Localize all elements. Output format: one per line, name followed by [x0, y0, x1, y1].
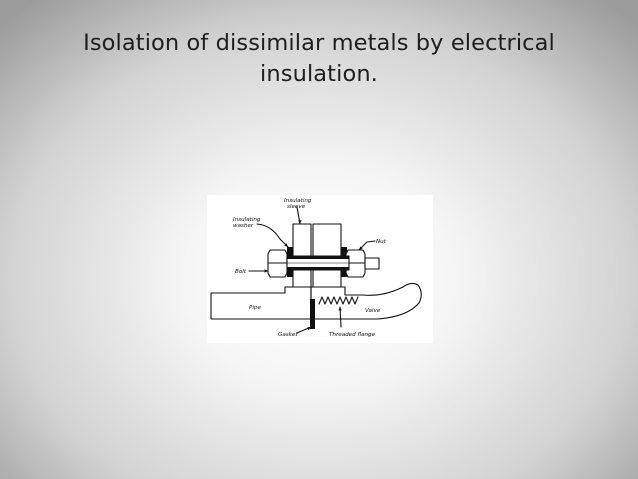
- label-insulating-washer-1: Insulating: [233, 217, 261, 223]
- leader-washer: [256, 223, 289, 248]
- label-bolt: Bolt: [235, 269, 247, 275]
- gasket: [310, 299, 315, 329]
- label-insulating-washer-2: washer: [233, 223, 254, 229]
- insulating-sleeve-bottom: [287, 267, 349, 270]
- isolation-diagram: Insulating sleeve Insulating washer Nut …: [207, 195, 433, 343]
- slide-title: Isolation of dissimilar metals by electr…: [40, 28, 598, 90]
- label-nut: Nut: [376, 239, 387, 245]
- label-pipe: Pipe: [249, 305, 261, 311]
- insulating-sleeve-top: [287, 256, 349, 259]
- leader-nut: [358, 240, 376, 251]
- valve-outline: [310, 282, 422, 320]
- diagram-svg: Insulating sleeve Insulating washer Nut …: [210, 198, 422, 338]
- bolt-threaded-end: [364, 257, 380, 270]
- slide-title-line-2: insulation.: [260, 61, 378, 87]
- pipe-outline: [210, 286, 312, 320]
- label-insulating-sleeve-2: sleeve: [287, 204, 306, 210]
- slide-title-line-1: Isolation of dissimilar metals by electr…: [83, 30, 555, 56]
- label-insulating-sleeve-1: Insulating: [284, 198, 312, 204]
- label-valve: Valve: [365, 308, 381, 314]
- label-threaded-flange: Threaded flange: [329, 332, 376, 338]
- flange-threads: [318, 296, 359, 305]
- label-gasket: Gasket: [278, 332, 298, 338]
